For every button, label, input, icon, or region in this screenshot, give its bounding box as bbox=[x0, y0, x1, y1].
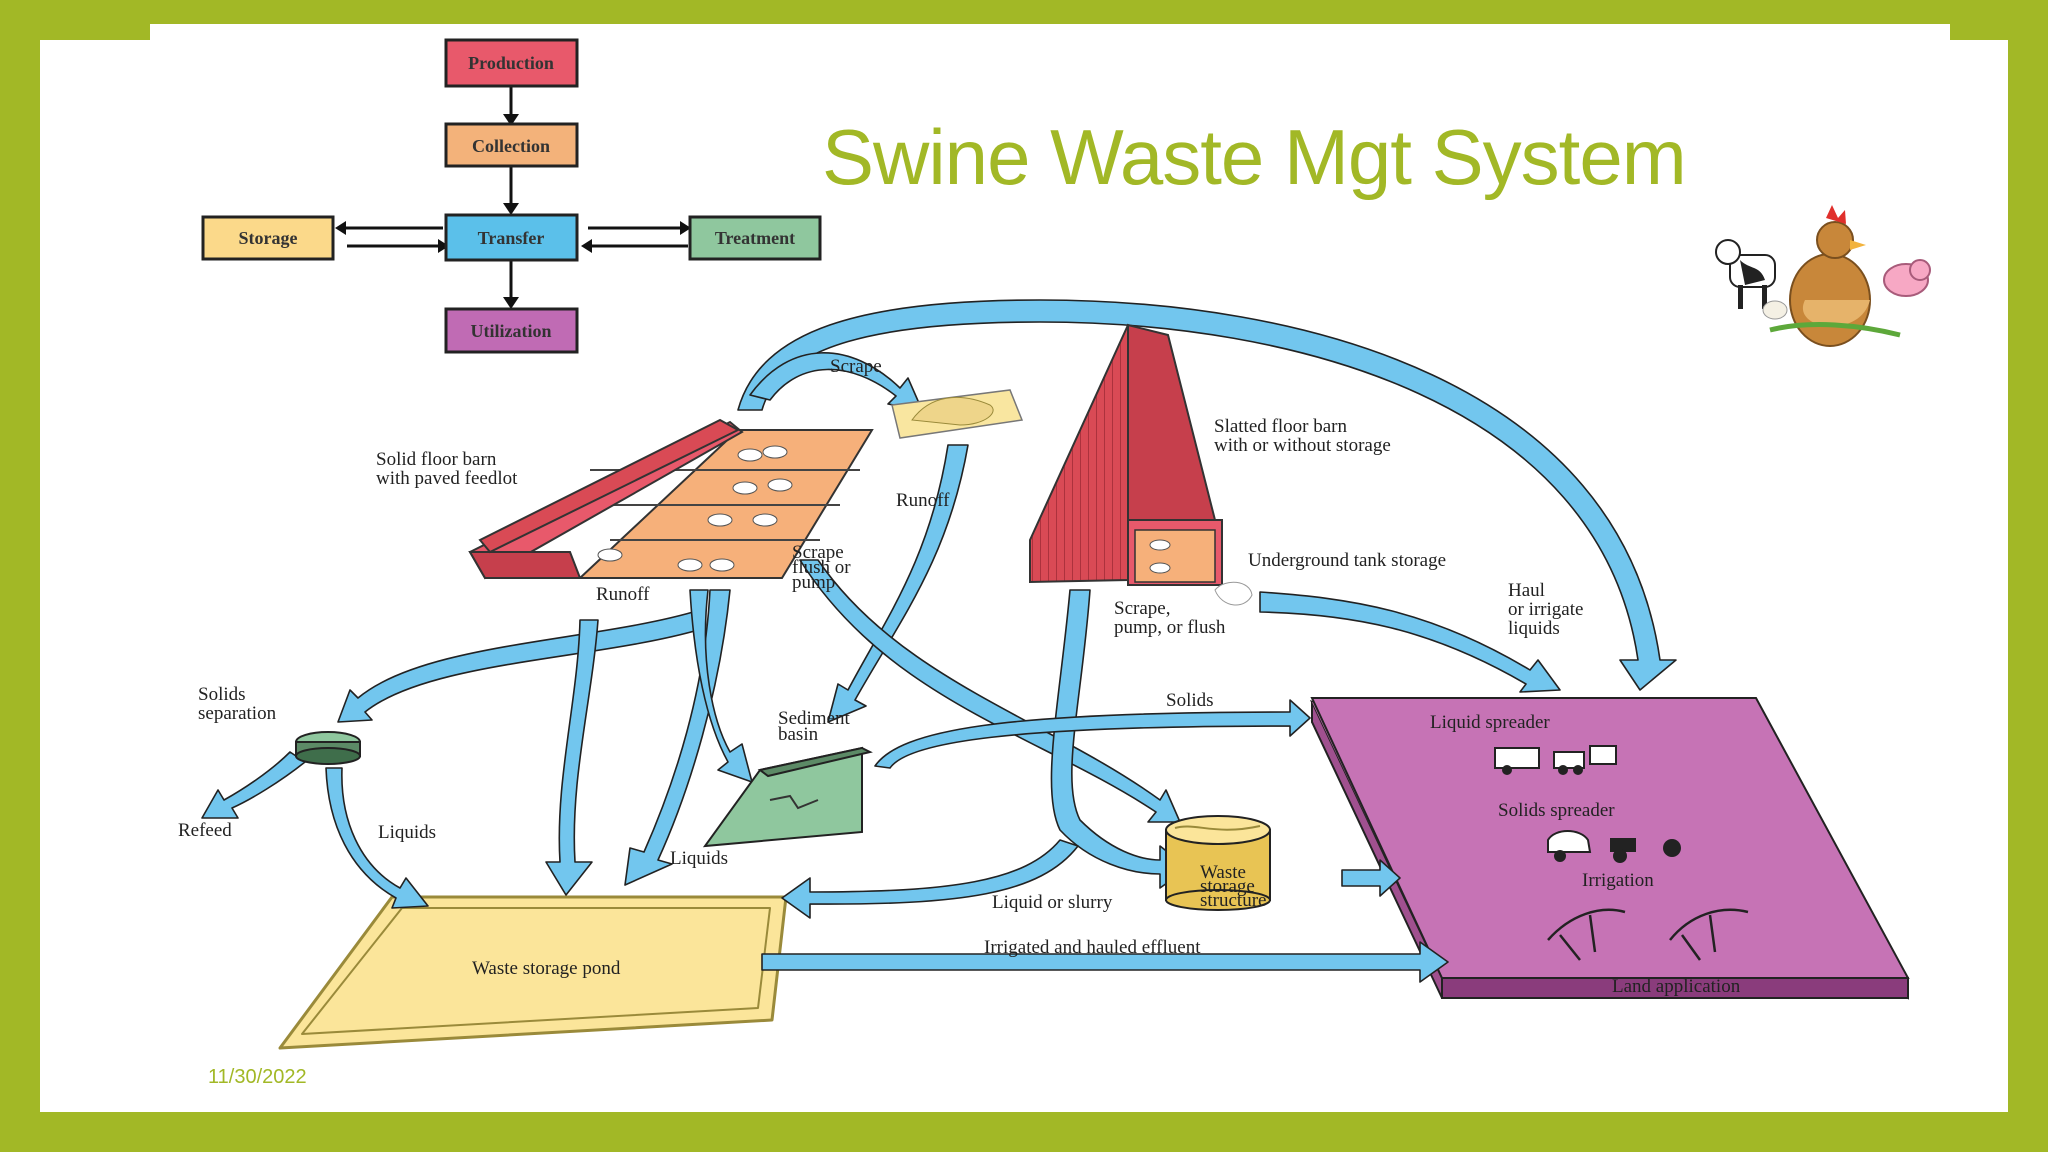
waste-storage-pond bbox=[278, 895, 788, 1050]
label-runoff-center: Runoff bbox=[896, 490, 950, 511]
solids-spreader-icon bbox=[1547, 830, 1681, 863]
storage-box bbox=[201, 215, 335, 261]
label-irrigation: Irrigation bbox=[1582, 870, 1654, 891]
arrow-structure-land bbox=[1341, 859, 1401, 897]
label-solid-barn-line1: Solid floor barn bbox=[376, 449, 497, 470]
label-sediment-line2: basin bbox=[778, 724, 819, 745]
label-pond: Waste storage pond bbox=[472, 958, 621, 979]
production-box bbox=[444, 38, 579, 88]
label-liquid-slurry: Liquid or slurry bbox=[992, 892, 1113, 913]
label-slatted-line1: Slatted floor barn bbox=[1214, 416, 1347, 437]
label-refeed: Refeed bbox=[178, 820, 232, 841]
liquid-spreader-icon bbox=[1494, 745, 1617, 775]
treatment-box bbox=[688, 215, 822, 261]
arrow-runoff-sediment bbox=[827, 444, 969, 723]
manure-pile bbox=[891, 389, 1024, 439]
label-liquids-left: Liquids bbox=[378, 822, 436, 843]
label-underground: Underground tank storage bbox=[1248, 550, 1446, 571]
label-liquids-basin: Liquids bbox=[670, 848, 728, 869]
label-runoff-left: Runoff bbox=[596, 584, 650, 605]
label-liquid-spreader: Liquid spreader bbox=[1430, 712, 1550, 733]
utilization-box bbox=[444, 307, 579, 354]
label-waste-structure-line3: structure bbox=[1200, 890, 1266, 911]
irrigation-icon bbox=[1547, 908, 1749, 961]
arrow-scrape bbox=[749, 352, 923, 411]
label-scrape-flush-line2: flush or bbox=[792, 557, 851, 578]
label-haul-line1: Haul bbox=[1508, 580, 1545, 601]
label-solids-spreader: Solids spreader bbox=[1498, 800, 1615, 821]
farm-animals-icon bbox=[1715, 205, 1931, 347]
arrow-top-loop bbox=[737, 299, 1677, 691]
storage-label: Storage bbox=[239, 228, 298, 248]
arrow-solids bbox=[874, 699, 1311, 769]
sediment-basin bbox=[702, 746, 873, 848]
label-solids-separation-line1: Solids bbox=[198, 684, 246, 705]
arrow-separator-refeed bbox=[201, 751, 306, 819]
collection-label: Collection bbox=[472, 136, 550, 156]
flow-arrows bbox=[201, 299, 1677, 983]
arrow-separator-pond bbox=[325, 767, 429, 909]
arrow-effluent bbox=[761, 941, 1449, 983]
label-scrape-flush-line3: pump bbox=[792, 572, 835, 593]
label-scrape-top: Scrape bbox=[830, 356, 882, 377]
transfer-box bbox=[444, 213, 579, 262]
arrow-liquid-slurry bbox=[781, 839, 1079, 919]
slide-title: Swine Waste Mgt System bbox=[822, 113, 1687, 201]
slatted-floor-barn bbox=[1029, 323, 1253, 606]
transfer-label: Transfer bbox=[478, 228, 545, 248]
solid-floor-barn bbox=[468, 418, 874, 580]
label-waste-structure-line2: storage bbox=[1200, 876, 1255, 897]
collection-box bbox=[444, 122, 579, 168]
label-scrape-flush-line1: Scrape bbox=[792, 542, 844, 563]
label-slatted-line2: with or without storage bbox=[1214, 435, 1391, 456]
waste-storage-structure bbox=[1165, 815, 1271, 911]
treatment-label: Treatment bbox=[715, 228, 795, 248]
label-scrape-pump-line2: pump, or flush bbox=[1114, 617, 1226, 638]
solids-separator bbox=[295, 731, 361, 765]
diagram-labels: Scrape Solid floor barn with paved feedl… bbox=[178, 356, 1741, 997]
slide-date: 11/30/2022 bbox=[208, 1066, 307, 1088]
label-effluent: Irrigated and hauled effluent bbox=[984, 937, 1201, 958]
label-scrape-pump-line1: Scrape, bbox=[1114, 598, 1170, 619]
production-label: Production bbox=[468, 53, 554, 73]
arrow-haul-liquids bbox=[1259, 591, 1561, 693]
utilization-label: Utilization bbox=[471, 321, 552, 341]
label-solids-mid: Solids bbox=[1166, 690, 1214, 711]
label-solid-barn-line2: with paved feedlot bbox=[376, 468, 518, 489]
label-haul-line2: or irrigate bbox=[1508, 599, 1583, 620]
top-strip bbox=[150, 24, 1950, 40]
label-solids-separation-line2: separation bbox=[198, 703, 277, 724]
label-waste-structure-line1: Waste bbox=[1200, 862, 1246, 883]
flowchart: Production Collection Transfer Storage T… bbox=[201, 38, 822, 354]
arrow-to-separator bbox=[337, 609, 706, 723]
label-land-application: Land application bbox=[1612, 976, 1741, 997]
arrow-to-pond-left bbox=[545, 619, 599, 896]
label-haul-line3: liquids bbox=[1508, 618, 1560, 639]
label-sediment-line1: Sediment bbox=[778, 708, 850, 729]
